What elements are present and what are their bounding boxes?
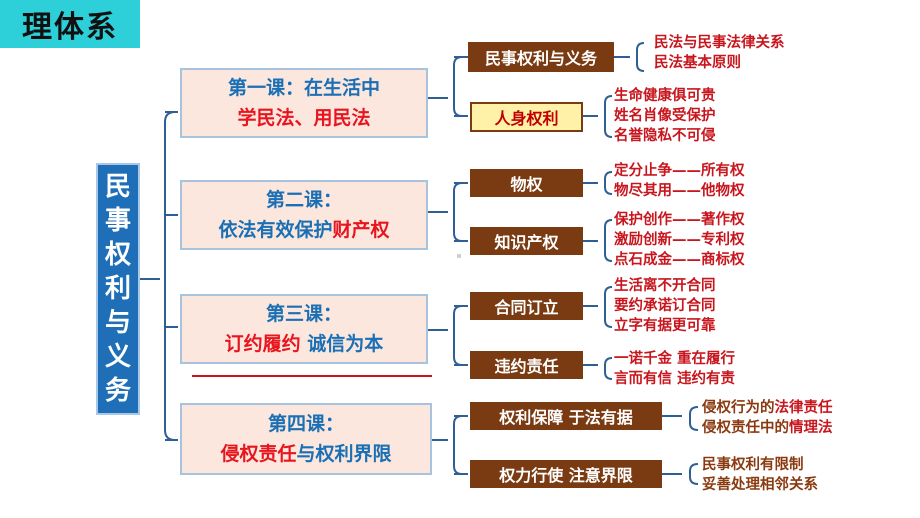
leaf-item: 民法与民事法律关系 [654,35,785,51]
leaf-item-part: 侵权行为的 [702,400,775,416]
topic-intellectual-property: 知识产权 [470,227,583,255]
root-char: 权 [104,240,131,270]
lesson-3-line2b: 诚信为本 [300,333,384,355]
root-char: 义 [104,342,131,372]
topic-rights-protection: 权利保障 于法有据 [470,402,662,430]
leaf-item: 姓名肖像受保护 [614,108,716,124]
lesson-4-line2b: 与权利界限 [296,443,392,465]
leaf-item: 生活离不开合同 [614,278,716,294]
lesson-2-line2a: 依法有效保护 [218,219,333,241]
lesson-4-box: 第四课： 侵权责任与权利界限 [180,403,432,475]
root-node: 民 事 权 利 与 义 务 [96,163,140,415]
leaf-item: 一诺千金 重在履行 [614,351,736,367]
root-char: 事 [104,206,131,236]
leaf-item: 点石成金——商标权 [614,252,745,268]
leaf-list-7: 侵权行为的法律责任 侵权责任中的情理法 [702,398,833,438]
lesson-2-box: 第二课： 依法有效保护财产权 [180,180,428,250]
leaf-item: 物尽其用——他物权 [614,183,745,199]
lesson-2-line1: 第二课： [265,189,342,211]
lesson-3-line2a: 订约履约 [224,333,301,355]
leaf-list-1: 民法与民事法律关系 民法基本原则 [654,33,785,73]
leaf-item-part: 情理法 [789,420,833,436]
lesson-3-box: 第三课： 订约履约 诚信为本 [180,294,428,364]
root-char: 与 [104,308,131,338]
topic-power-limits: 权力行使 注意界限 [470,460,662,488]
leaf-item: 民法基本原则 [654,55,741,71]
leaf-item-part: 法律责任 [774,400,833,416]
leaf-item: 名誉隐私不可侵 [614,128,716,144]
topic-contract-conclusion: 合同订立 [470,292,583,320]
leaf-item: 民事权利有限制 [702,457,804,473]
leaf-list-3: 定分止争——所有权 物尽其用——他物权 [614,161,745,201]
leaf-list-4: 保护创作——著作权 激励创新——专利权 点石成金——商标权 [614,210,745,270]
leaf-list-8: 民事权利有限制 妥善处理相邻关系 [702,455,818,495]
leaf-item: 立字有据更可靠 [614,318,716,334]
leaf-list-5: 生活离不开合同 要约承诺订合同 立字有据更可靠 [614,276,716,336]
lesson-3-line1: 第三课： [265,303,342,325]
leaf-list-6: 一诺千金 重在履行 言而有信 违约有责 [614,349,735,389]
root-char: 务 [104,376,131,406]
topic-breach-liability: 违约责任 [470,351,583,379]
lesson-1-line1: 第一课：在生活中 [227,77,380,99]
leaf-item: 妥善处理相邻关系 [702,477,818,493]
leaf-item: 定分止争——所有权 [614,163,745,179]
dot-marker [457,254,461,258]
leaf-item: 生命健康俱可贵 [614,88,716,104]
lesson-4-line2a: 侵权责任 [220,443,297,465]
root-char: 民 [104,172,131,202]
leaf-item: 言而有信 违约有责 [614,371,736,387]
lesson-1-box: 第一课：在生活中 学民法、用民法 [180,68,428,138]
leaf-item-part: 侵权责任中的 [702,420,789,436]
root-char: 利 [104,274,131,304]
page-title: 理体系 [0,0,140,48]
leaf-item: 保护创作——著作权 [614,212,745,228]
leaf-item: 要约承诺订合同 [614,298,716,314]
leaf-item: 激励创新——专利权 [614,232,745,248]
topic-personal-rights: 人身权利 [470,102,583,132]
lesson-2-line2b: 财产权 [332,219,390,241]
topic-property-rights: 物权 [470,169,583,197]
lesson-4-line1: 第四课： [267,413,344,435]
lesson-1-line2: 学民法、用民法 [237,107,371,129]
topic-civil-rights-duties: 民事权利与义务 [468,42,614,72]
leaf-list-2: 生命健康俱可贵 姓名肖像受保护 名誉隐私不可侵 [614,86,716,146]
